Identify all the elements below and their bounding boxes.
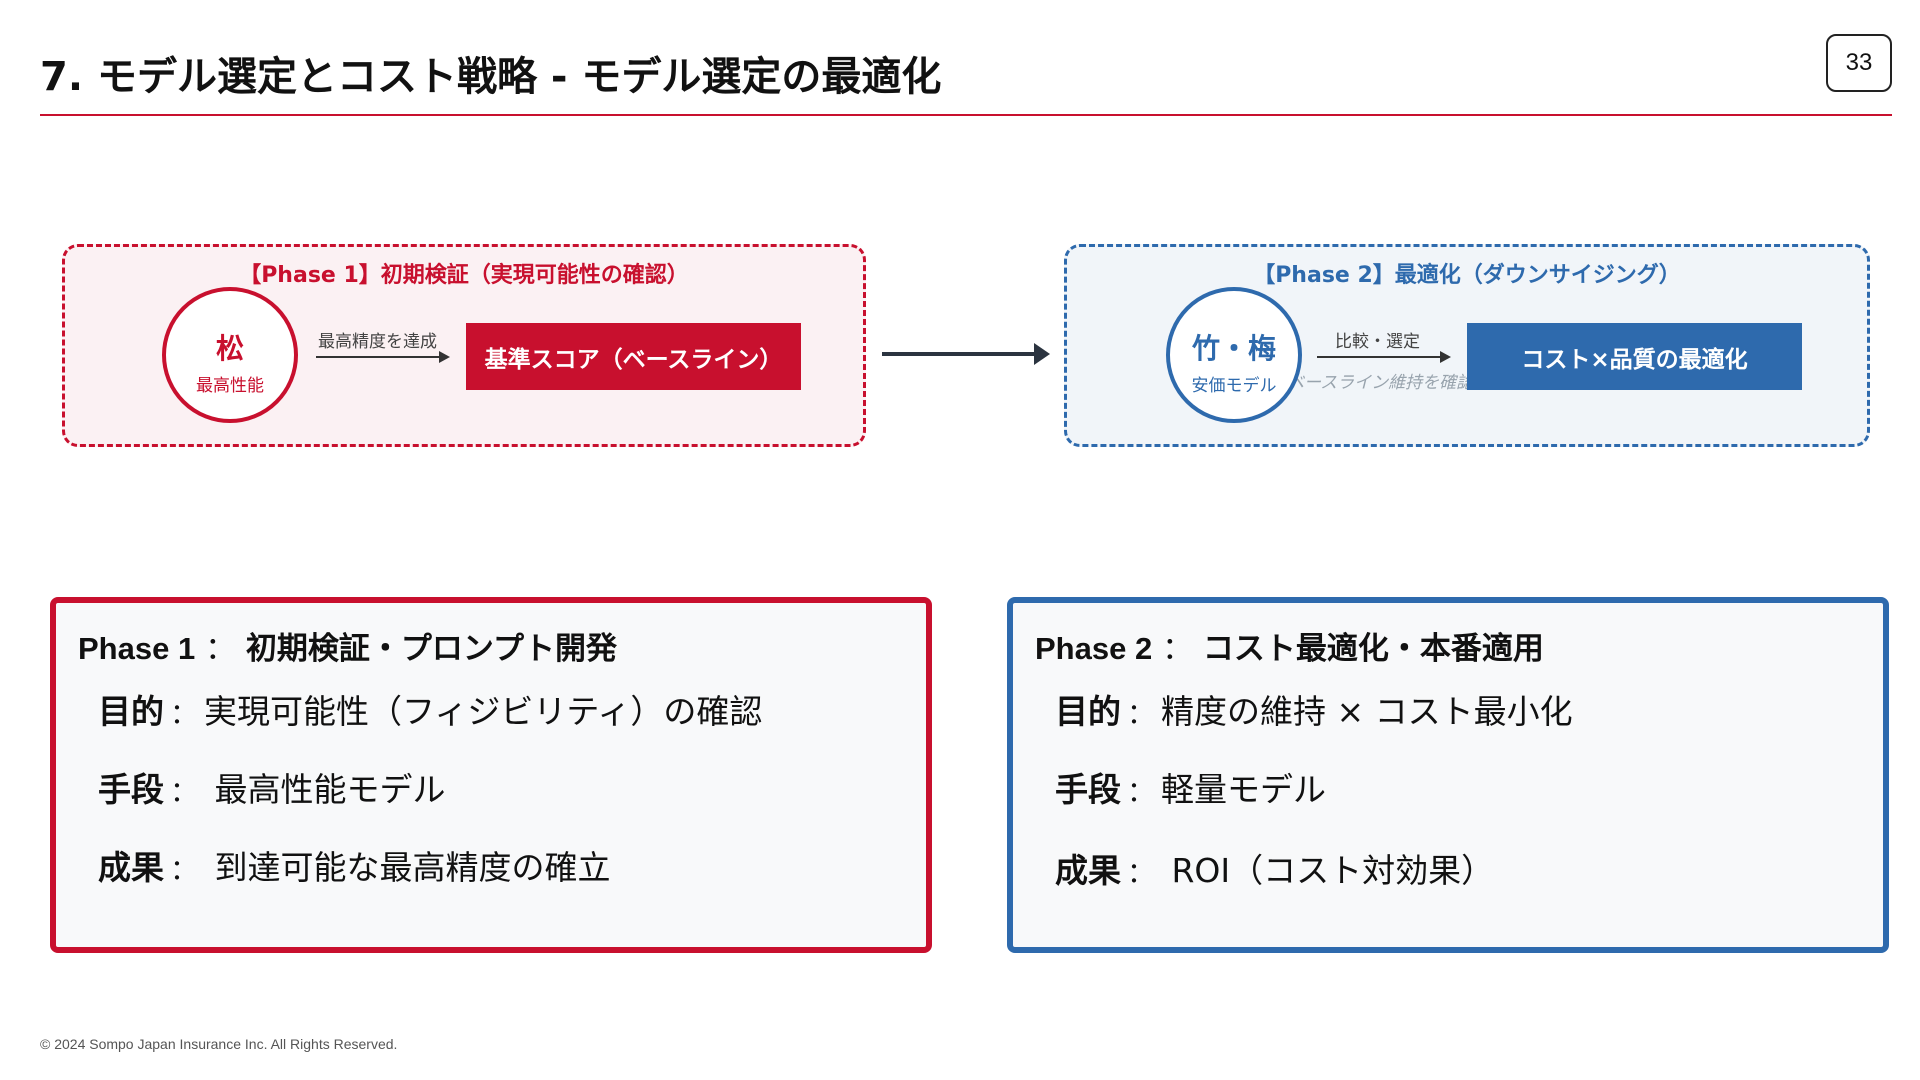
phase2-outcome-line: 成果： ROI（コスト対効果） [1055,844,1494,892]
phase1-diagram-heading: 【Phase 1】初期検証（実現可能性の確認） [239,263,689,288]
phase1-purpose-label: 目的 [98,692,164,731]
phase2-overlay-note: ベースライン維持を確認 [1287,373,1474,393]
phase2-heading-colon: ： [1162,631,1194,667]
phase1-means-value: 最高性能モデル [204,770,446,809]
phase2-means-value: 軽量モデル [1161,770,1327,809]
copyright-footer: © 2024 Sompo Japan Insurance Inc. All Ri… [40,1036,398,1052]
phase1-purpose-line: 目的：実現可能性（フィジビリティ）の確認 [98,685,762,733]
phase2-purpose-line: 目的：精度の維持 × コスト最小化 [1055,685,1573,733]
phase1-purpose-sep: ： [170,697,199,730]
phase2-heading-text: コスト最適化・本番適用 [1202,631,1544,667]
phase2-outcome-label: 成果 [1055,851,1121,890]
phase2-purpose-value: 精度の維持 × コスト最小化 [1161,692,1573,731]
phase1-heading-text: 初期検証・プロンプト開発 [245,631,617,667]
phase1-model-desc: 最高性能 [196,376,264,396]
title-divider [40,114,1892,116]
phase1-purpose-value: 実現可能性（フィジビリティ）の確認 [204,692,763,731]
phase1-heading-colon: ： [205,631,237,667]
phase1-means-label: 手段 [98,770,164,809]
phase2-detail-box: Phase 2 ： コスト最適化・本番適用 目的：精度の維持 × コスト最小化 … [1007,597,1889,953]
phase2-diagram-heading: 【Phase 2】最適化（ダウンサイジング） [1253,263,1681,288]
phase1-model-tier: 松 [215,332,244,365]
page-number: 33 [1826,34,1892,92]
phase1-means-line: 手段： 最高性能モデル [98,763,446,811]
phase2-model-tier: 竹・梅 [1191,332,1276,365]
phase2-arrow-label: 比較・選定 [1335,332,1420,352]
phase2-means-label: 手段 [1055,770,1121,809]
phase2-purpose-sep: ： [1127,697,1156,730]
phase2-diagram-box: 【Phase 2】最適化（ダウンサイジング） ベースライン維持を確認 竹・梅 安… [1064,244,1870,447]
phase2-means-line: 手段：軽量モデル [1055,763,1326,811]
phase2-purpose-label: 目的 [1055,692,1121,731]
phase1-outcome-sep: ： [170,853,199,886]
phase-transition-arrow-icon [882,343,1050,365]
phase1-outcome-line: 成果： 到達可能な最高精度の確立 [98,841,611,889]
phase1-result-box: 基準スコア（ベースライン） [466,323,801,390]
phase2-arrow-icon [1317,351,1451,363]
phase2-result-box: コスト×品質の最適化 [1467,323,1802,390]
phase1-outcome-label: 成果 [98,848,164,887]
page-title: 7. モデル選定とコスト戦略 - モデル選定の最適化 [40,54,942,100]
phase1-arrow-icon [316,351,450,363]
phase2-model-circle: 竹・梅 安価モデル [1166,287,1302,423]
phase2-detail-heading: Phase 2 ： コスト最適化・本番適用 [1035,623,1544,668]
phase1-outcome-value: 到達可能な最高精度の確立 [204,848,611,887]
phase2-tag: Phase 2 [1035,631,1153,666]
phase1-detail-box: Phase 1 ： 初期検証・プロンプト開発 目的：実現可能性（フィジビリティ）… [50,597,932,953]
phase1-model-circle: 松 最高性能 [162,287,298,423]
phase2-model-desc: 安価モデル [1191,376,1277,396]
phase2-means-sep: ： [1127,775,1156,808]
phase1-arrow-label: 最高精度を達成 [318,332,437,352]
phase1-detail-heading: Phase 1 ： 初期検証・プロンプト開発 [78,623,617,668]
phase1-tag: Phase 1 [78,631,196,666]
phase1-means-sep: ： [170,775,199,808]
phase2-outcome-value: ROI（コスト対効果） [1161,851,1495,890]
phase2-outcome-sep: ： [1127,856,1156,889]
phase1-diagram-box: 【Phase 1】初期検証（実現可能性の確認） 松 最高性能 最高精度を達成 基… [62,244,866,447]
